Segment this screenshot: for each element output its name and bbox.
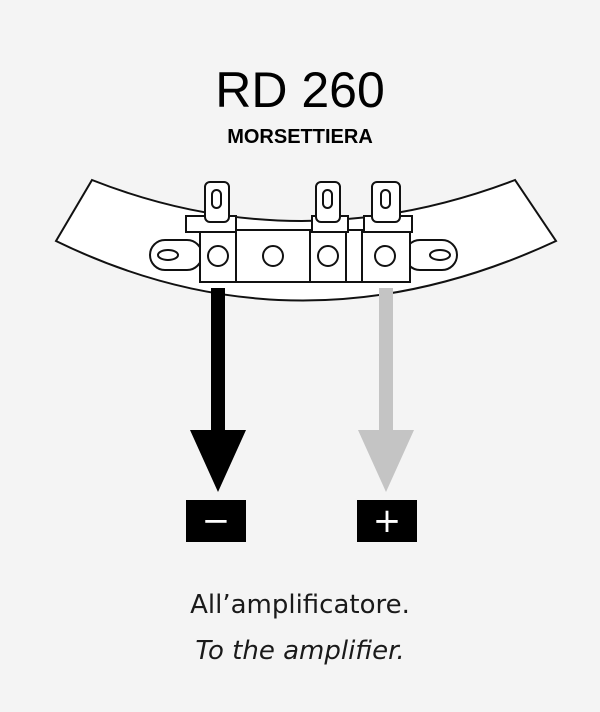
screw-hole-1 <box>207 245 229 267</box>
positive-arrow <box>358 288 414 492</box>
screw-hole-2 <box>262 245 284 267</box>
terminal-block-subtitle: MORSETTIERA <box>227 126 373 148</box>
negative-arrow <box>190 288 246 492</box>
screw-hole-4 <box>374 245 396 267</box>
model-title: RD 260 <box>215 62 385 118</box>
terminal-strip <box>149 181 458 283</box>
screw-hole-3 <box>317 245 339 267</box>
caption-italian: All’amplificatore. <box>190 590 410 620</box>
negative-terminal-label: − <box>186 500 246 542</box>
caption-english: To the amplifier. <box>195 636 405 666</box>
positive-terminal-label: + <box>357 500 417 542</box>
terminal-segment-4 <box>345 229 363 283</box>
